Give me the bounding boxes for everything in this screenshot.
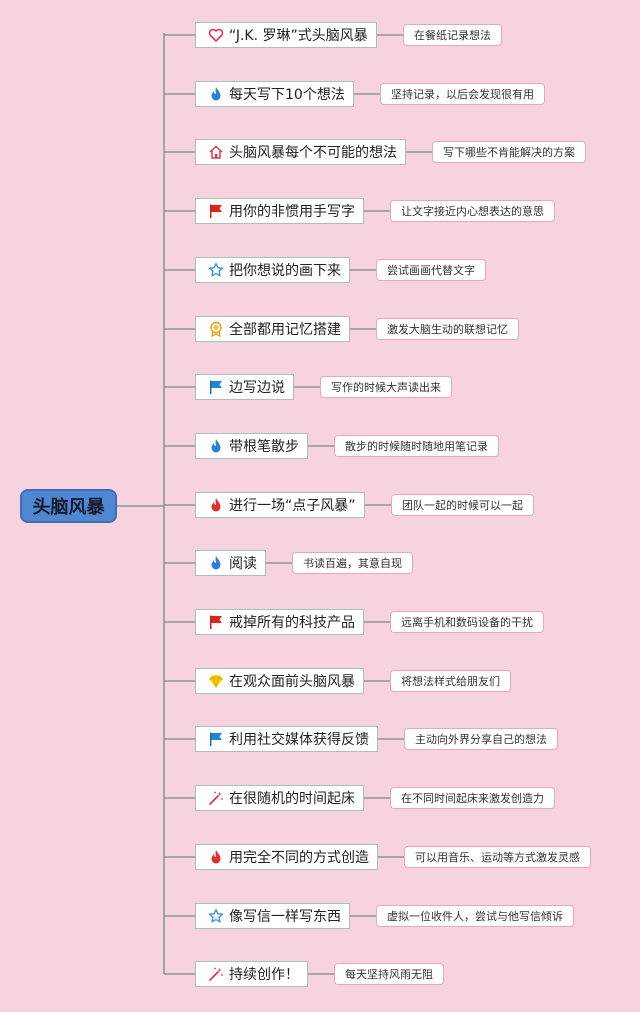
magic-wand-icon: [208, 966, 224, 982]
branch-node[interactable]: 像写信一样写东西: [195, 903, 350, 929]
diamond-icon: [208, 673, 224, 689]
branch-label: 用你的非惯用手写字: [229, 204, 355, 220]
magic-wand-icon: [208, 790, 224, 806]
branch-note[interactable]: 让文字接近内心想表达的意思: [390, 200, 555, 222]
branch-label: 进行一场“点子风暴”: [229, 498, 356, 514]
branch-node[interactable]: 边写边说: [195, 374, 294, 400]
branch-label: 在很随机的时间起床: [229, 791, 355, 807]
branch-node[interactable]: 在很随机的时间起床: [195, 785, 364, 811]
flame-blue-icon: [208, 555, 224, 571]
flag-blue-icon: [208, 731, 224, 747]
flag-red-icon: [208, 203, 224, 219]
branch-note[interactable]: 在不同时间起床来激发创造力: [390, 787, 555, 809]
branch-label: 把你想说的画下来: [229, 263, 341, 279]
branch-note[interactable]: 主动向外界分享自己的想法: [404, 728, 558, 750]
medal-icon: [208, 321, 224, 337]
branch-node[interactable]: 头脑风暴每个不可能的想法: [195, 139, 406, 165]
branch-label: 持续创作！: [229, 967, 299, 983]
branch-note[interactable]: 将想法样式给朋友们: [390, 670, 511, 692]
branch-note[interactable]: 坚持记录，以后会发现很有用: [380, 83, 545, 105]
branch-node[interactable]: 全部都用记忆搭建: [195, 316, 350, 342]
branch-note[interactable]: 可以用音乐、运动等方式激发灵感: [404, 846, 591, 868]
branch-node[interactable]: “J.K. 罗琳”式头脑风暴: [195, 22, 377, 48]
flame-red-icon: [208, 849, 224, 865]
branch-note[interactable]: 虚拟一位收件人，尝试与他写信倾诉: [376, 905, 574, 927]
star-outline-icon: [208, 908, 224, 924]
home-icon: [208, 144, 224, 160]
branch-label: 利用社交媒体获得反馈: [229, 732, 369, 748]
branch-node[interactable]: 戒掉所有的科技产品: [195, 609, 364, 635]
branch-label: 在观众面前头脑风暴: [229, 674, 355, 690]
branch-label: 戒掉所有的科技产品: [229, 615, 355, 631]
branch-note[interactable]: 在餐纸记录想法: [403, 24, 502, 46]
branch-node[interactable]: 阅读: [195, 550, 266, 576]
flag-red-icon: [208, 614, 224, 630]
branch-label: 每天写下10个想法: [229, 87, 345, 103]
branch-label: “J.K. 罗琳”式头脑风暴: [229, 28, 368, 44]
branch-node[interactable]: 在观众面前头脑风暴: [195, 668, 364, 694]
flag-blue-icon: [208, 379, 224, 395]
branch-label: 阅读: [229, 556, 257, 572]
flame-blue-icon: [208, 86, 224, 102]
branch-label: 用完全不同的方式创造: [229, 850, 369, 866]
branch-node[interactable]: 持续创作！: [195, 961, 308, 987]
flame-red-icon: [208, 497, 224, 513]
branch-node[interactable]: 每天写下10个想法: [195, 81, 354, 107]
branch-label: 带根笔散步: [229, 439, 299, 455]
branch-node[interactable]: 利用社交媒体获得反馈: [195, 726, 378, 752]
branch-note[interactable]: 书读百遍，其意自现: [292, 552, 413, 574]
branch-note[interactable]: 写作的时候大声读出来: [320, 376, 452, 398]
branch-note[interactable]: 写下哪些不肯能解决的方案: [432, 141, 586, 163]
branch-note[interactable]: 远离手机和数码设备的干扰: [390, 611, 544, 633]
branch-node[interactable]: 把你想说的画下来: [195, 257, 350, 283]
root-node[interactable]: 头脑风暴: [20, 489, 117, 523]
star-outline-icon: [208, 262, 224, 278]
heart-icon: [208, 27, 224, 43]
branch-note[interactable]: 团队一起的时候可以一起: [391, 494, 534, 516]
flame-blue-icon: [208, 438, 224, 454]
branch-node[interactable]: 用你的非惯用手写字: [195, 198, 364, 224]
branch-node[interactable]: 进行一场“点子风暴”: [195, 492, 365, 518]
branch-label: 全部都用记忆搭建: [229, 322, 341, 338]
branch-note[interactable]: 每天坚持风雨无阻: [334, 963, 444, 985]
branch-label: 像写信一样写东西: [229, 909, 341, 925]
branch-node[interactable]: 带根笔散步: [195, 433, 308, 459]
branch-node[interactable]: 用完全不同的方式创造: [195, 844, 378, 870]
branch-note[interactable]: 散步的时候随时随地用笔记录: [334, 435, 499, 457]
branch-note[interactable]: 尝试画画代替文字: [376, 259, 486, 281]
branch-label: 边写边说: [229, 380, 285, 396]
branch-label: 头脑风暴每个不可能的想法: [229, 145, 397, 161]
branch-note[interactable]: 激发大脑生动的联想记忆: [376, 318, 519, 340]
